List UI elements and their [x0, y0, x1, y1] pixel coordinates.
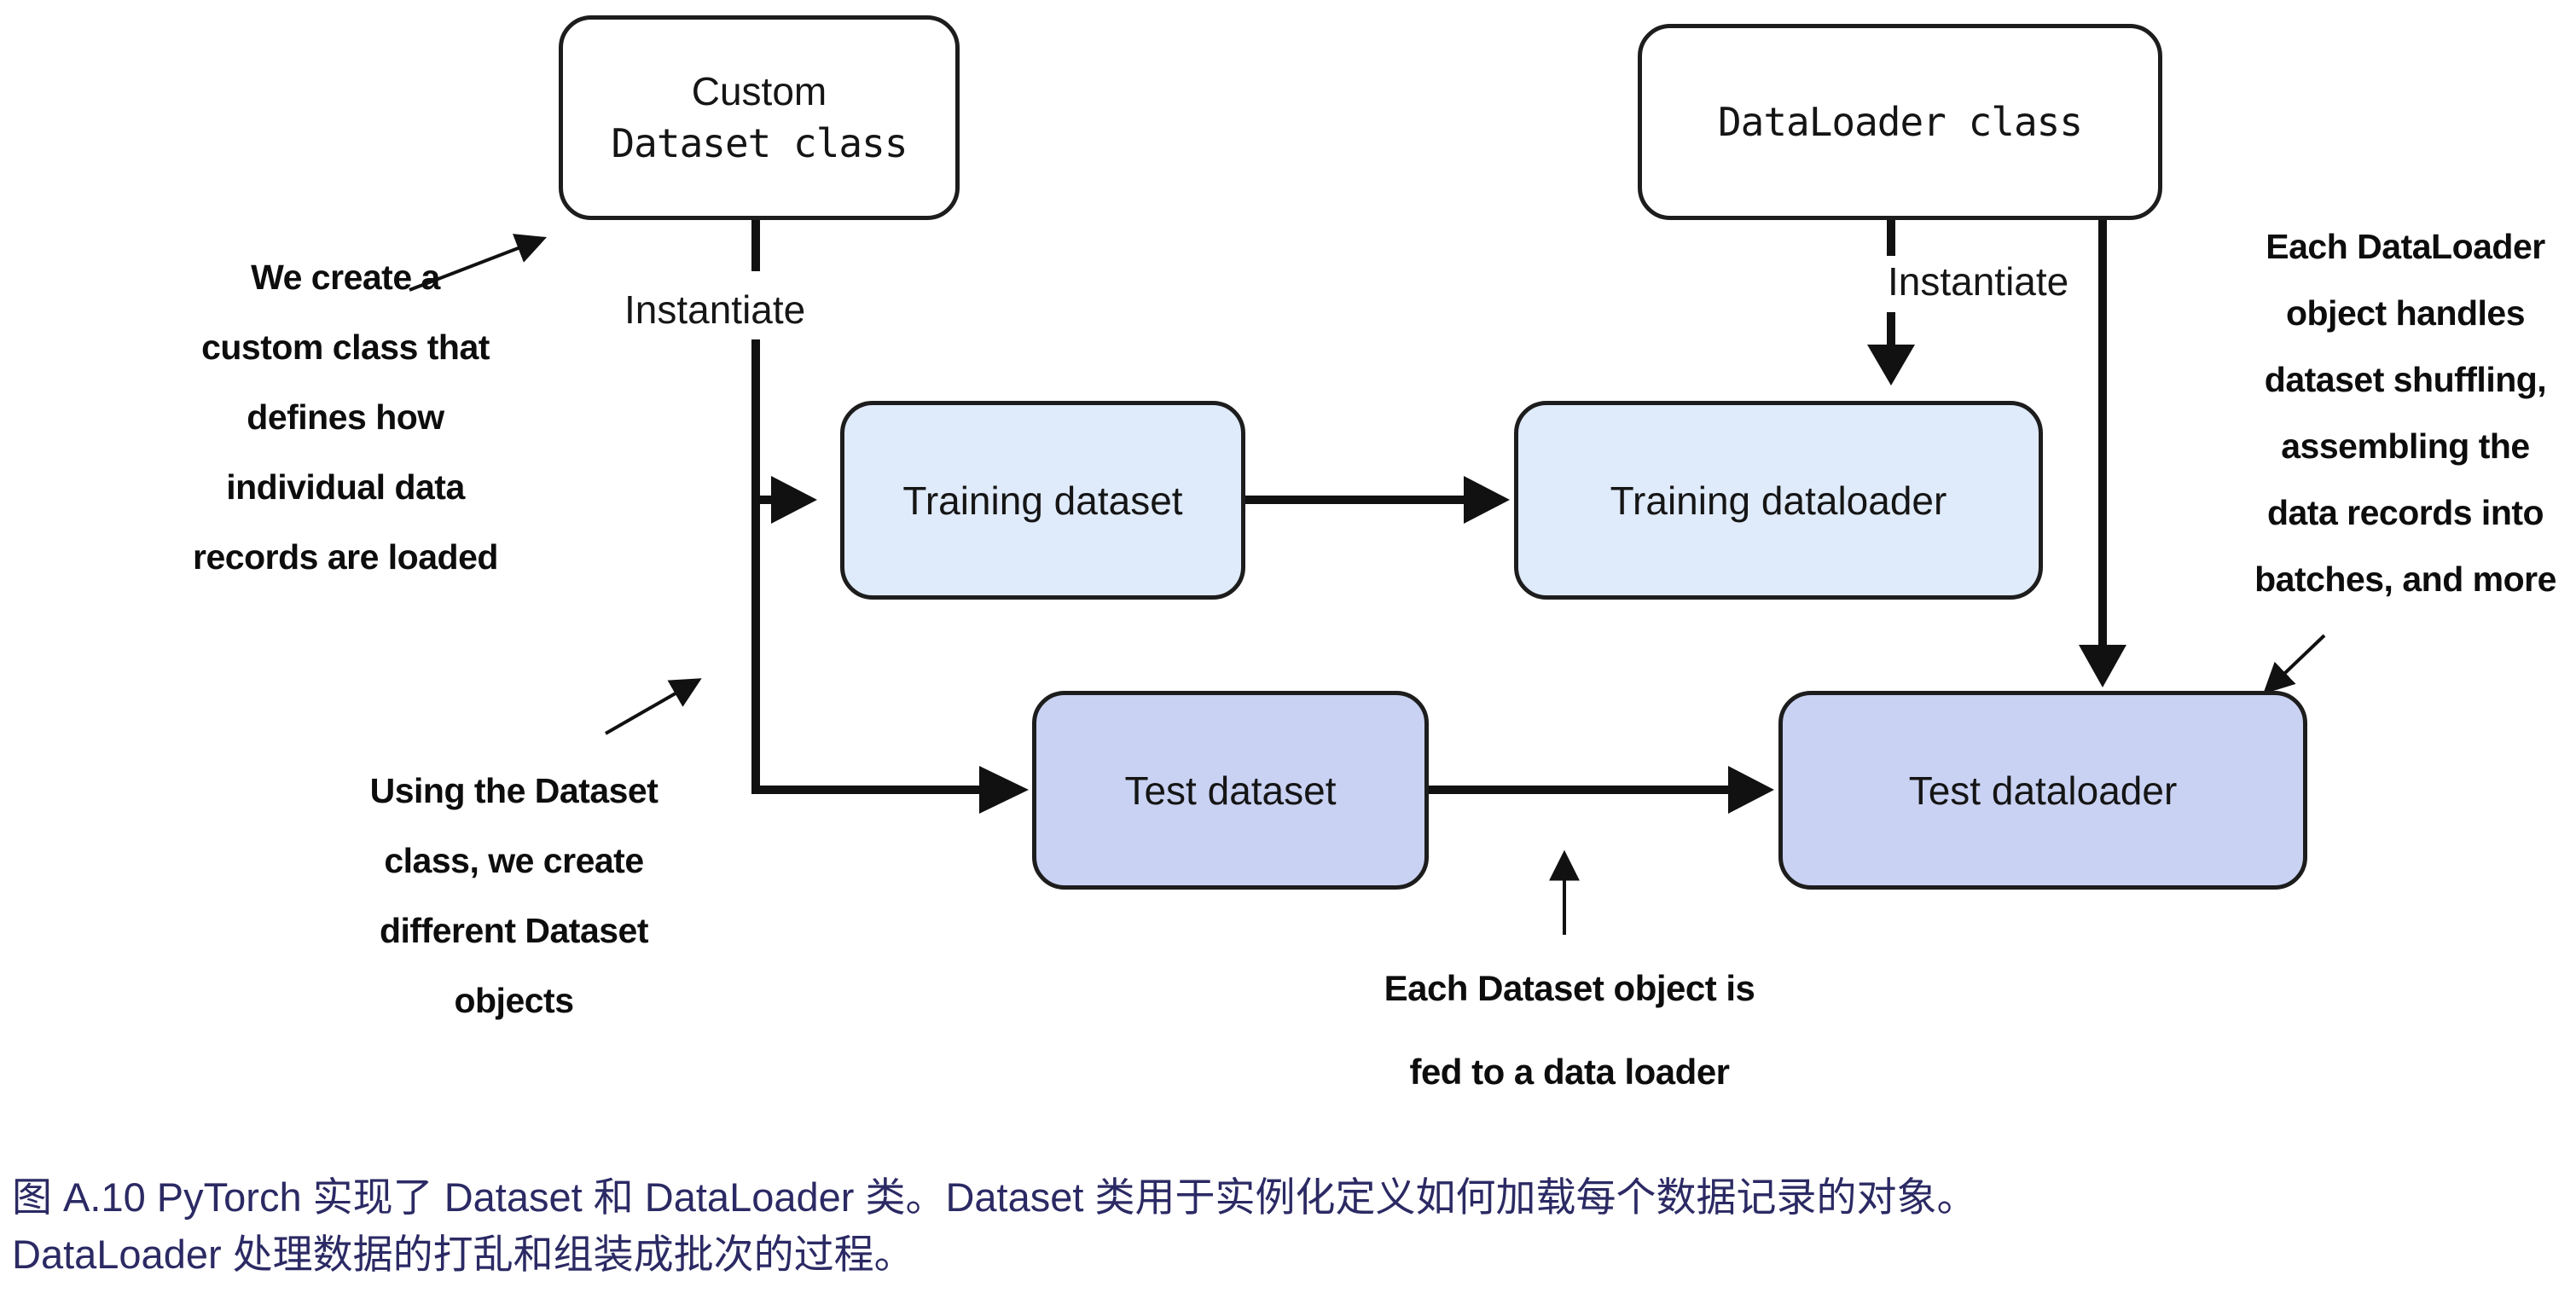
annotation-line: data records into — [2266, 493, 2544, 532]
annotation-line: fed to a data loader — [1409, 1052, 1730, 1092]
annotation-line: Using the Dataset — [369, 771, 659, 810]
annotation-line: dataset shuffling, — [2264, 360, 2547, 399]
annotation-line: Each DataLoader — [2266, 227, 2545, 266]
arrowhead-to-training-dataset — [771, 476, 817, 524]
annotation-custom-class-note: We create a custom class that defines ho… — [119, 242, 571, 592]
annotation-line: Each Dataset object is — [1384, 968, 1755, 1008]
annotation-line: custom class that — [201, 328, 490, 367]
custom-dataset-class-line1: Custom — [691, 69, 827, 113]
annotation-line: class, we create — [384, 841, 644, 880]
annotation-fed-to-dataloader-note: Each Dataset object is fed to a data loa… — [1348, 947, 1791, 1114]
connector-custom-to-test-dataset — [751, 339, 979, 794]
annotation-arrow-custom-note — [409, 234, 548, 292]
arrowhead-to-test-dataset — [979, 766, 1029, 814]
custom-dataset-class-line2: Dataset class — [611, 120, 908, 166]
box-test-dataloader: Test dataloader — [1778, 691, 2307, 890]
annotation-arrow-dataloader-note — [2263, 634, 2326, 694]
dataloader-class-label: DataLoader class — [1717, 99, 2083, 145]
box-training-dataset: Training dataset — [840, 401, 1245, 600]
annotation-line: individual data — [226, 467, 465, 507]
caption-line-1: 图 A.10 PyTorch 实现了 Dataset 和 DataLoader … — [12, 1174, 1977, 1220]
box-custom-dataset-class: Custom Dataset class — [559, 15, 960, 220]
arrowhead-down-training-dataloader — [1867, 345, 1915, 386]
arrowhead-to-test-dataloader — [1728, 766, 1774, 814]
test-dataset-label: Test dataset — [1124, 768, 1337, 813]
label-instantiate-right: Instantiate — [1888, 259, 2069, 304]
figure-caption: 图 A.10 PyTorch 实现了 Dataset 和 DataLoader … — [12, 1168, 2554, 1283]
box-training-dataloader: Training dataloader — [1514, 401, 2043, 600]
box-test-dataset: Test dataset — [1032, 691, 1429, 890]
annotation-line: assembling the — [2281, 426, 2530, 466]
annotation-line: We create a — [251, 258, 440, 297]
test-dataloader-label: Test dataloader — [1908, 768, 2178, 813]
annotation-dataset-objects-note: Using the Dataset class, we create diffe… — [333, 756, 695, 1035]
annotation-line: batches, and more — [2254, 560, 2556, 599]
annotation-line: records are loaded — [193, 537, 498, 577]
box-dataloader-class: DataLoader class — [1638, 24, 2162, 220]
annotation-line: defines how — [247, 397, 444, 437]
annotation-line: different Dataset — [379, 911, 649, 950]
annotation-line: object handles — [2285, 293, 2526, 333]
annotation-dataloader-handles-note: Each DataLoader object handles dataset s… — [2239, 213, 2572, 612]
training-dataloader-label: Training dataloader — [1610, 478, 1947, 523]
training-dataset-label: Training dataset — [902, 478, 1183, 523]
label-instantiate-left: Instantiate — [624, 287, 806, 332]
caption-line-2: DataLoader 处理数据的打乱和组装成批次的过程。 — [12, 1232, 914, 1277]
annotation-line: objects — [454, 981, 574, 1020]
annotation-arrow-dataset-objects-note — [605, 678, 702, 735]
arrowhead-to-training-dataloader — [1464, 476, 1510, 524]
arrowhead-down-test-dataloader — [2079, 645, 2126, 687]
